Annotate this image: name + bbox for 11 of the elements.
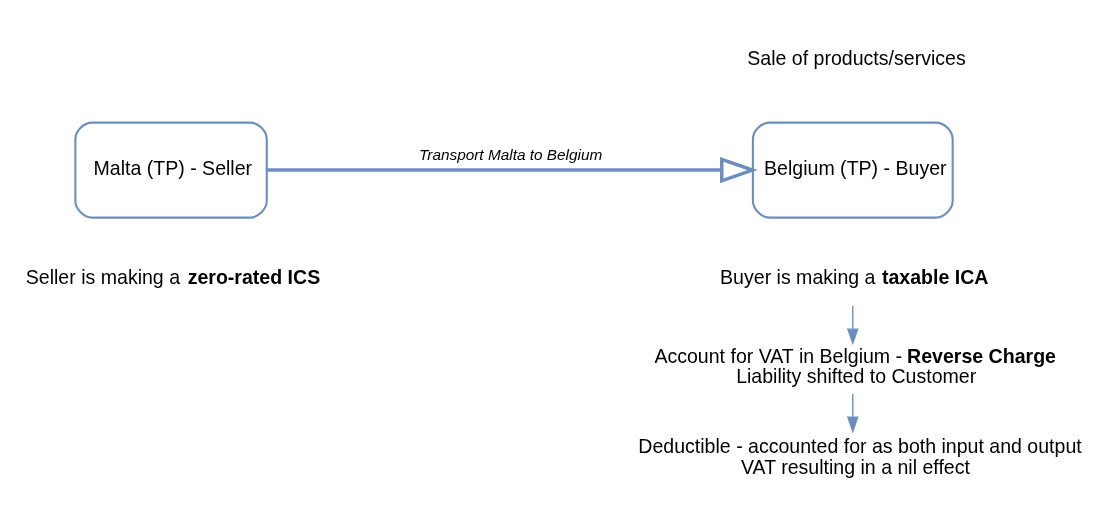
node-text: Deductible - accounted for as both input and output VAT resulting in a nil effect [638, 434, 1082, 478]
node-box: Belgium (TP) - Buyer [751, 121, 954, 219]
arrow [266, 156, 758, 183]
node-text: Buyer is making a taxable ICA [720, 265, 989, 288]
node-box: Malta (TP) - Seller [74, 121, 268, 219]
edge-label: Transport Malta to Belgium [419, 145, 603, 163]
node-label: Seller is making a zero-rated ICS [25, 265, 321, 288]
arrow [846, 304, 859, 345]
arrow [846, 392, 859, 433]
node-text: Account for VAT in Belgium - Reverse Charge Liability shifted to Customer [654, 344, 1056, 387]
label: Sale of products/services [747, 46, 966, 69]
